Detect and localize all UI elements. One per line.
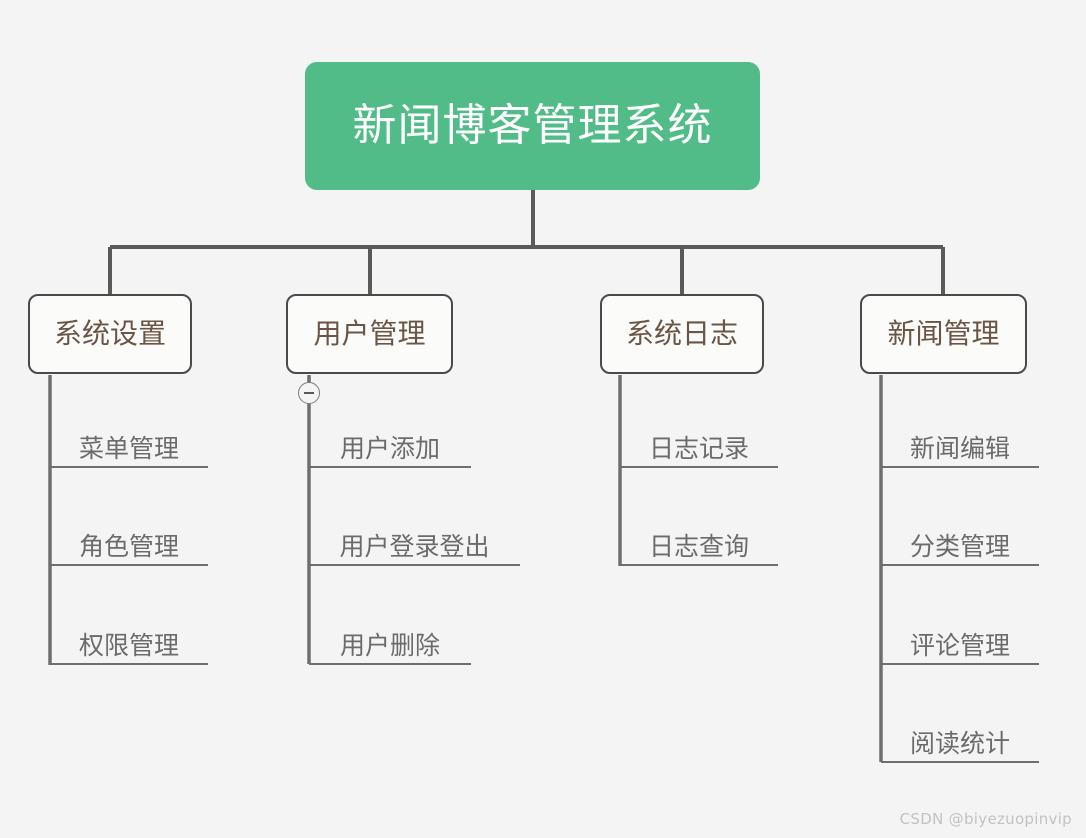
leaf-item-label: 用户登录登出 [339, 531, 490, 561]
leaf-item-comment-management[interactable]: 评论管理 [881, 619, 1039, 665]
leaf-item-label: 日志记录 [648, 433, 749, 463]
branch-node-label: 系统日志 [625, 317, 738, 350]
leaf-item-label: 用户添加 [339, 433, 440, 463]
leaf-item-label: 分类管理 [909, 531, 1010, 561]
leaf-item-log-record[interactable]: 日志记录 [620, 422, 778, 468]
leaf-item-menu-management[interactable]: 菜单管理 [50, 422, 208, 468]
branch-node-system-log[interactable]: 系统日志 [600, 294, 764, 374]
leaf-item-label: 日志查询 [648, 531, 749, 561]
leaf-item-user-add[interactable]: 用户添加 [309, 422, 471, 468]
leaf-item-label: 角色管理 [78, 531, 179, 561]
root-node[interactable]: 新闻博客管理系统 [305, 62, 760, 190]
leaf-item-log-query[interactable]: 日志查询 [620, 520, 778, 566]
leaf-item-label: 新闻编辑 [909, 433, 1010, 463]
leaf-item-label: 权限管理 [78, 630, 179, 660]
leaf-item-category-management[interactable]: 分类管理 [881, 520, 1039, 566]
branch-node-label: 系统设置 [53, 317, 166, 350]
leaf-item-label: 菜单管理 [78, 433, 179, 463]
leaf-item-news-edit[interactable]: 新闻编辑 [881, 422, 1039, 468]
branch-node-label: 用户管理 [313, 317, 426, 350]
branch-node-label: 新闻管理 [887, 317, 1000, 350]
watermark-text: CSDN @biyezuopinvip [899, 810, 1072, 828]
branch-node-news-management[interactable]: 新闻管理 [860, 294, 1027, 374]
leaf-item-user-login-logout[interactable]: 用户登录登出 [309, 520, 520, 566]
leaf-item-role-management[interactable]: 角色管理 [50, 520, 208, 566]
collapse-toggle-user-management[interactable] [298, 382, 320, 404]
leaf-item-label: 评论管理 [909, 630, 1010, 660]
leaf-item-user-delete[interactable]: 用户删除 [309, 619, 471, 665]
branch-node-system-settings[interactable]: 系统设置 [28, 294, 192, 374]
minus-icon [304, 392, 314, 394]
branch-node-user-management[interactable]: 用户管理 [286, 294, 453, 374]
leaf-item-label: 阅读统计 [909, 728, 1010, 758]
leaf-item-label: 用户删除 [339, 630, 440, 660]
leaf-item-read-statistics[interactable]: 阅读统计 [881, 717, 1039, 763]
root-node-label: 新闻博客管理系统 [352, 100, 713, 151]
leaf-item-permission-management[interactable]: 权限管理 [50, 619, 208, 665]
